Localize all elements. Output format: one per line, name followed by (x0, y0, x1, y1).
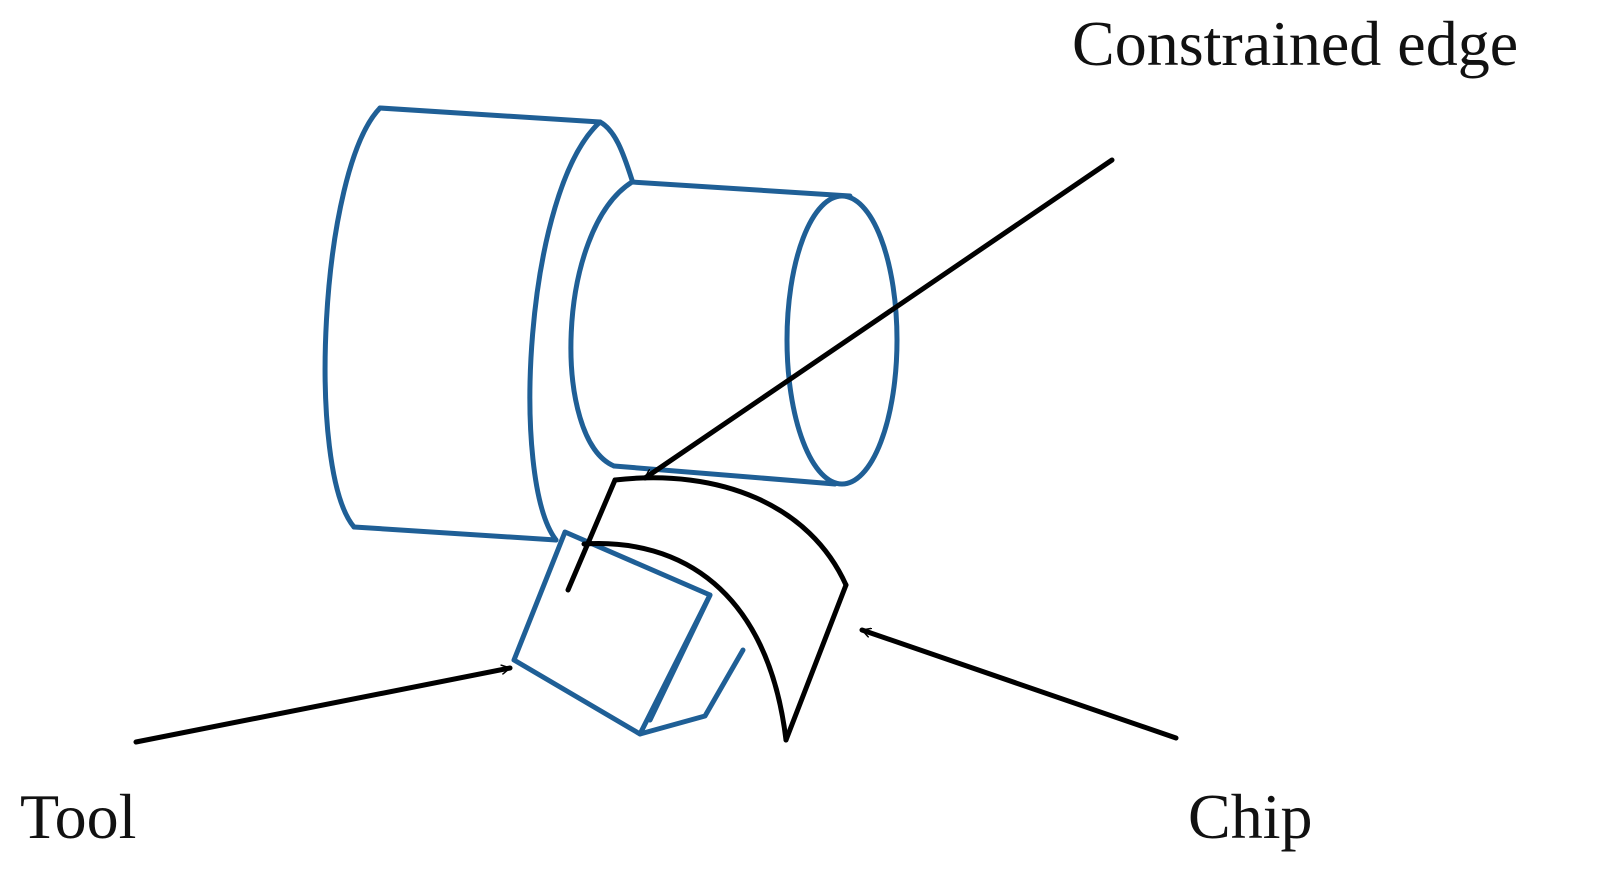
chip-label: Chip (1188, 781, 1313, 852)
large-cylinder-front-face (527, 119, 603, 543)
cutting-tool-icon (511, 529, 746, 737)
small-cylinder (568, 179, 900, 487)
chip-bottom-edge (581, 541, 789, 743)
small-cylinder-top-edge (629, 179, 853, 199)
small-cylinder-back-face (568, 179, 635, 469)
stepped-cylinder-icon (322, 105, 900, 543)
arrow-chip (859, 630, 1179, 741)
arrow-constrained-edge (642, 157, 1115, 481)
large-cylinder-front-face-rim (597, 119, 635, 183)
tool-label: Tool (20, 781, 137, 852)
large-cylinder-top-edge (377, 105, 603, 125)
chip-left-edge (565, 477, 618, 593)
large-cylinder-bottom-edge (351, 524, 559, 543)
tool-side-ridge (647, 592, 713, 723)
chip-right-edge (783, 582, 849, 743)
arrow-tool (133, 668, 513, 745)
tool-side-face (637, 647, 746, 737)
curled-chip-icon (565, 475, 849, 743)
large-cylinder (322, 105, 635, 543)
small-cylinder-end-face (784, 193, 900, 487)
constrained-edge-label: Constrained edge (1072, 8, 1519, 79)
large-cylinder-back-face (322, 105, 383, 530)
